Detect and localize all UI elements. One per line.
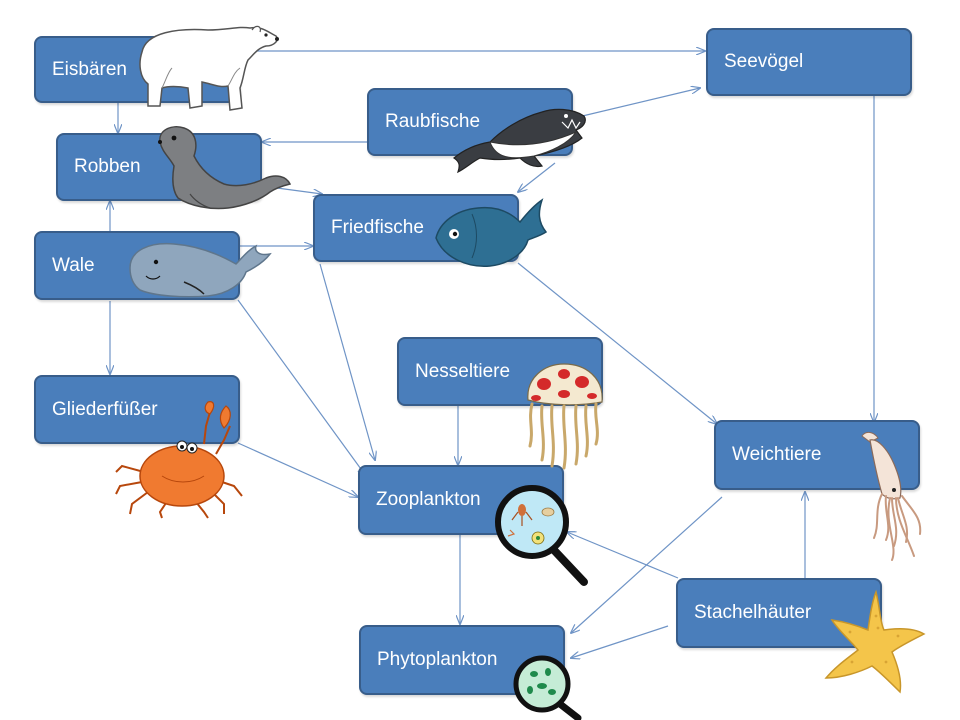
- node-label-nesseltiere: Nesseltiere: [415, 360, 511, 382]
- edge-raubfische-friedfische: [518, 162, 556, 192]
- node-zooplankton: Zooplankton: [358, 465, 564, 535]
- node-label-wale: Wale: [52, 254, 95, 276]
- edge-stachelhaeuter-zooplankton: [567, 532, 679, 579]
- node-gliederfuesser: Gliederfüßer: [34, 375, 240, 444]
- edge-stachelhaeuter-phytoplankton: [571, 625, 669, 658]
- edge-wale-zooplankton: [237, 299, 366, 476]
- polar-bear-icon: [139, 25, 279, 111]
- edge-gliederfuesser-zooplankton: [237, 442, 358, 497]
- squid-icon: [861, 431, 922, 561]
- node-label-robben: Robben: [74, 156, 141, 177]
- node-label-eisbaeren: Eisbären: [52, 58, 127, 80]
- edge-raubfische-seevoegel: [573, 88, 700, 119]
- node-label-seevoegel: Seevögel: [724, 51, 804, 72]
- edge-friedfische-zooplankton: [319, 263, 375, 460]
- seal-icon: [158, 126, 292, 210]
- whale-icon: [129, 242, 272, 298]
- node-label-phytoplankton: Phytoplankton: [377, 649, 498, 670]
- edge-friedfische-weichtiere: [517, 262, 717, 424]
- zooplankton-magnifier-icon: [495, 485, 588, 586]
- node-eisbaeren: Eisbären: [34, 36, 240, 103]
- crab-icon: [115, 401, 243, 519]
- node-seevoegel: Seevögel: [706, 28, 912, 96]
- node-label-weichtiere: Weichtiere: [732, 444, 822, 465]
- node-label-zooplankton: Zooplankton: [376, 489, 481, 510]
- phytoplankton-magnifier-icon: [513, 655, 582, 720]
- node-label-raubfische: Raubfische: [385, 111, 481, 132]
- node-label-stachelhaeuter: Stachelhäuter: [694, 602, 812, 623]
- node-label-friedfische: Friedfische: [331, 217, 424, 238]
- node-label-gliederfuesser: Gliederfüßer: [52, 398, 158, 420]
- shark-icon: [452, 108, 586, 174]
- fish-icon: [435, 198, 548, 267]
- starfish-icon: [824, 589, 926, 694]
- jellyfish-icon: [527, 363, 603, 470]
